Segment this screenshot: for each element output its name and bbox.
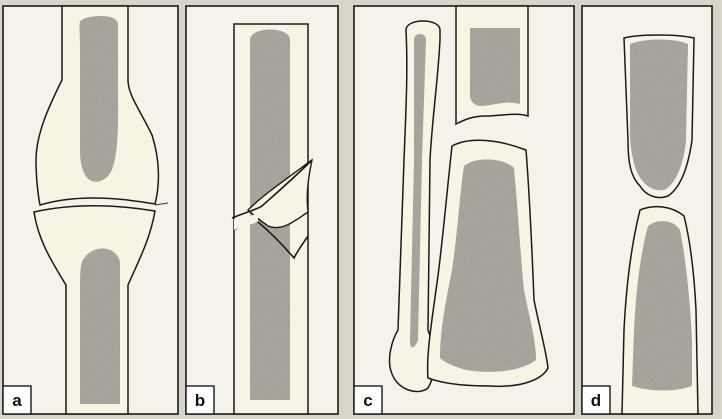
panel-c: c xyxy=(354,6,574,414)
panel-a-label: a xyxy=(12,391,22,410)
panel-a-lower-marrow xyxy=(80,249,120,405)
panel-b-label: b xyxy=(195,391,205,410)
panel-a-upper-marrow xyxy=(80,16,119,182)
panel-c-upper-marrow xyxy=(470,28,520,106)
panel-c-label: c xyxy=(363,391,372,410)
panel-d-label: d xyxy=(591,391,601,410)
panel-b: b xyxy=(186,6,338,414)
panel-d-upper-marrow xyxy=(630,40,688,191)
panel-a: a xyxy=(3,6,178,414)
panel-d: d xyxy=(582,6,712,414)
